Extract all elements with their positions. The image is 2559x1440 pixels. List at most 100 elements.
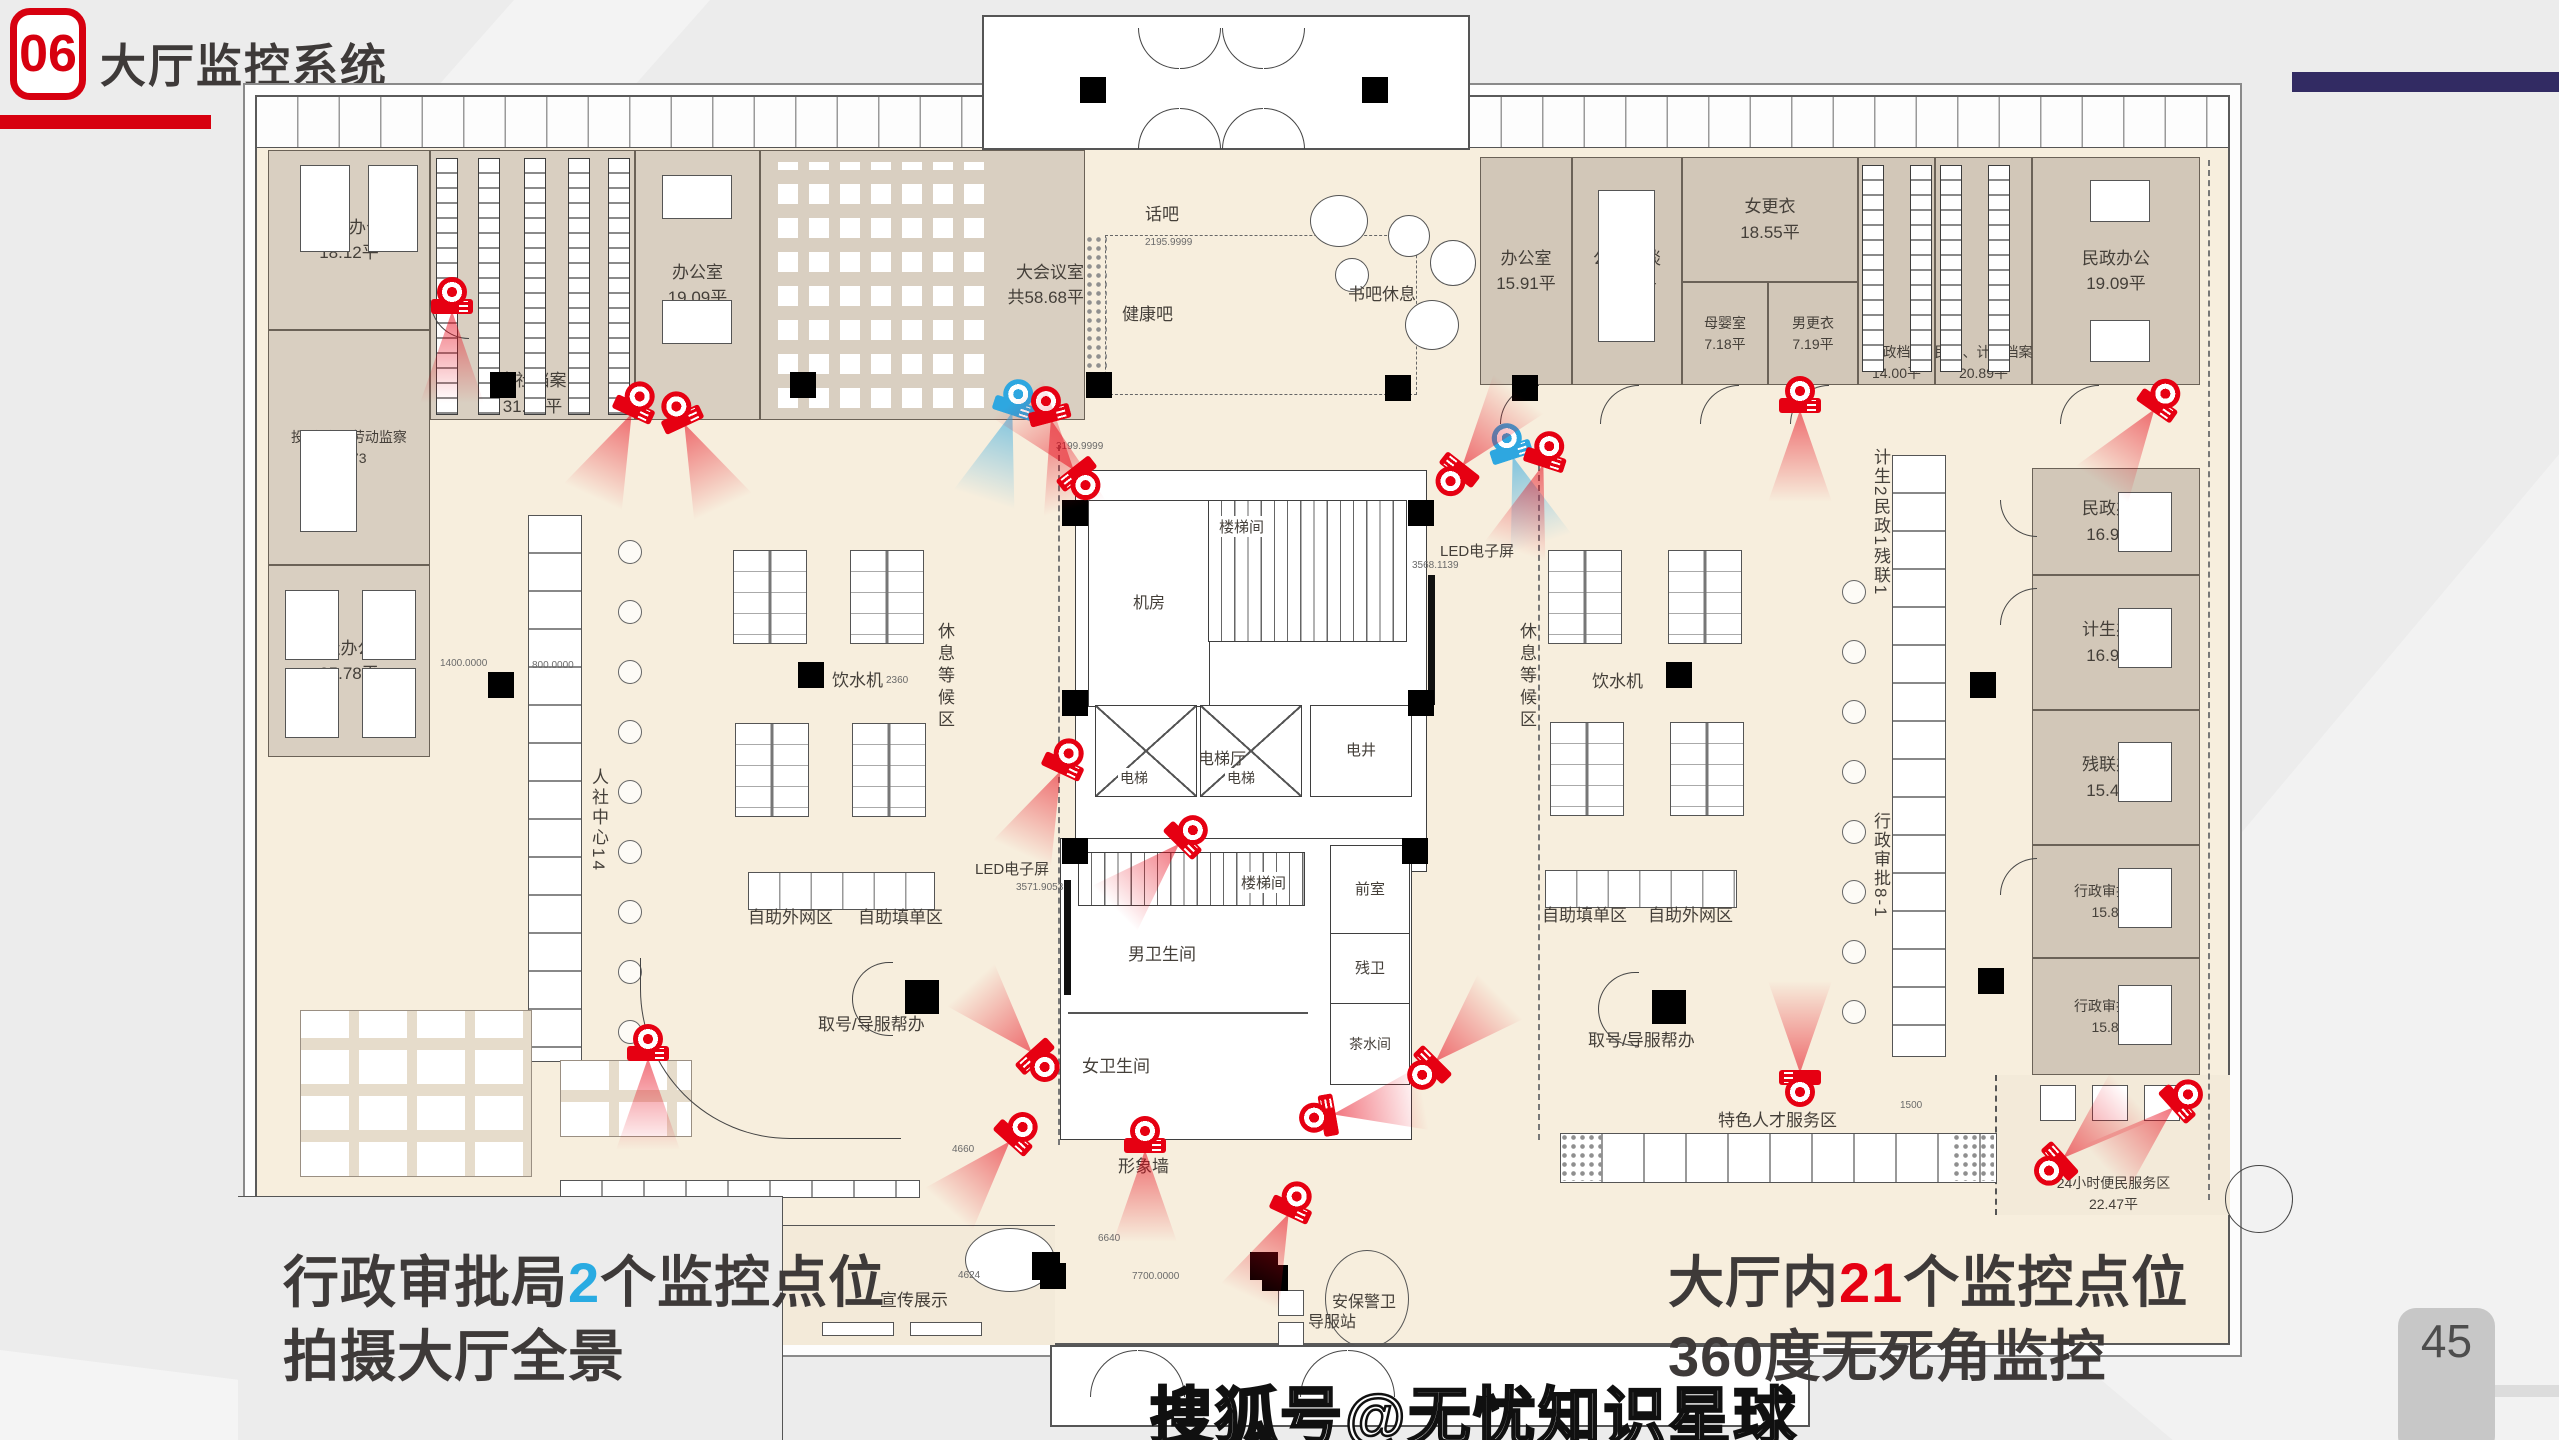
zone-label: 健康吧: [1122, 305, 1173, 324]
archive-rack: [1988, 165, 2010, 372]
service-counter: [528, 515, 582, 1062]
count-red: 21: [1839, 1251, 1904, 1314]
led-screen-label: LED电子屏: [975, 861, 1050, 878]
waiting-bench: [733, 550, 807, 644]
toilet-divider: [1068, 1012, 1308, 1014]
archive-rack: [1862, 165, 1884, 372]
footer-bar: [2495, 1385, 2559, 1397]
camera-dome: [1785, 1077, 1815, 1107]
waiting-bench: [852, 723, 926, 817]
structural-column: [1402, 838, 1428, 864]
top-right-accent-bar: [2292, 72, 2559, 92]
furniture: [910, 1322, 982, 1336]
dashed-line: [1058, 445, 1060, 1145]
desk: [285, 668, 339, 738]
stool-icon: [618, 660, 642, 684]
stool-icon: [1842, 760, 1866, 784]
ticket-counter: [905, 980, 939, 1014]
watermark: 搜狐号@无忧知识星球: [1149, 1382, 1799, 1440]
self-service-table: [1545, 870, 1737, 908]
dashed-line: [1538, 445, 1540, 1140]
stool-icon: [1842, 580, 1866, 604]
caption-right-line1: 大厅内21个监控点位: [1668, 1251, 2189, 1314]
waiting-bench: [1550, 722, 1624, 816]
zone-label: 宣传展示: [880, 1291, 948, 1310]
furniture: [2040, 1085, 2076, 1121]
furniture: [1405, 300, 1459, 350]
cctv-camera-icon: [626, 1022, 670, 1064]
furniture: [1430, 240, 1476, 286]
stool-icon: [618, 840, 642, 864]
stool-icon: [1842, 940, 1866, 964]
tea-room: 茶水间: [1330, 1003, 1410, 1085]
zone-label: 安保警卫: [1332, 1294, 1397, 1311]
furniture: [1388, 215, 1430, 257]
stool-icon: [618, 600, 642, 624]
water-dispenser: [798, 662, 824, 688]
zone-label: 人社中心14: [589, 768, 608, 873]
stool-icon: [1842, 1000, 1866, 1024]
zone-label: 自助外网区: [1648, 906, 1733, 925]
planter: [1560, 1133, 1602, 1181]
service-counter: [1892, 455, 1946, 1057]
archive-rack: [568, 158, 590, 415]
camera-dome: [1130, 1116, 1160, 1146]
conference-chairs: [778, 162, 988, 408]
planter: [1952, 1133, 1994, 1181]
dashed-line: [2208, 160, 2210, 1200]
cctv-camera-icon: [430, 275, 474, 317]
desk: [285, 590, 339, 660]
desk: [662, 300, 732, 344]
zone-label: 取号/导服帮办: [818, 1015, 925, 1034]
elevator-label: 电梯: [1118, 768, 1150, 788]
waiting-bench: [1668, 550, 1742, 644]
structural-column: [1080, 77, 1106, 103]
self-service-table: [748, 872, 935, 910]
cctv-camera-icon: [1778, 374, 1822, 416]
caption-right-line2: 360度无死角监控: [1668, 1325, 2107, 1388]
elec-shaft: 电井: [1310, 705, 1412, 797]
caption-left-line2: 拍摄大厅全景: [283, 1325, 625, 1388]
stairwell-label: 楼梯间: [1216, 516, 1268, 537]
page-title: 大厅监控系统: [100, 40, 388, 92]
led-screen: [1064, 880, 1071, 995]
planter: [1085, 235, 1107, 393]
elevator-label: 电梯: [1225, 768, 1257, 788]
structural-column: [490, 372, 516, 398]
page-number: 45: [2398, 1308, 2495, 1440]
zone-label: 特色人才服务区: [1718, 1111, 1837, 1130]
stool-icon: [1842, 700, 1866, 724]
structural-column: [1408, 690, 1434, 716]
structural-column: [790, 372, 816, 398]
camera-dome: [437, 277, 467, 307]
stairwell-label: 楼梯间: [1238, 872, 1290, 893]
furniture: [1335, 258, 1369, 292]
structural-column: [1362, 77, 1388, 103]
desk: [2118, 868, 2172, 928]
accessible-wc: 残卫: [1330, 933, 1410, 1005]
furniture: [1310, 195, 1368, 247]
zone-label: 话吧: [1145, 205, 1179, 224]
structural-column: [1385, 375, 1411, 401]
structural-column: [1408, 500, 1434, 526]
zone-label: 书吧休息: [1348, 285, 1416, 304]
structural-column: [1978, 968, 2004, 994]
archive-rack: [478, 158, 500, 415]
desk: [368, 165, 418, 252]
desk-cluster: [300, 1010, 532, 1177]
zone-label: 自助填单区: [1542, 906, 1627, 925]
zone-label: 饮水机: [832, 671, 883, 690]
caption-left-line1: 行政审批局2个监控点位: [283, 1251, 886, 1314]
camera-dome: [633, 1024, 663, 1054]
zone-label: 行政审批8-1: [1871, 812, 1890, 919]
waiting-bench: [850, 550, 924, 644]
zone-label: 休息等候区: [1517, 622, 1536, 732]
structural-column: [1040, 1263, 1066, 1289]
